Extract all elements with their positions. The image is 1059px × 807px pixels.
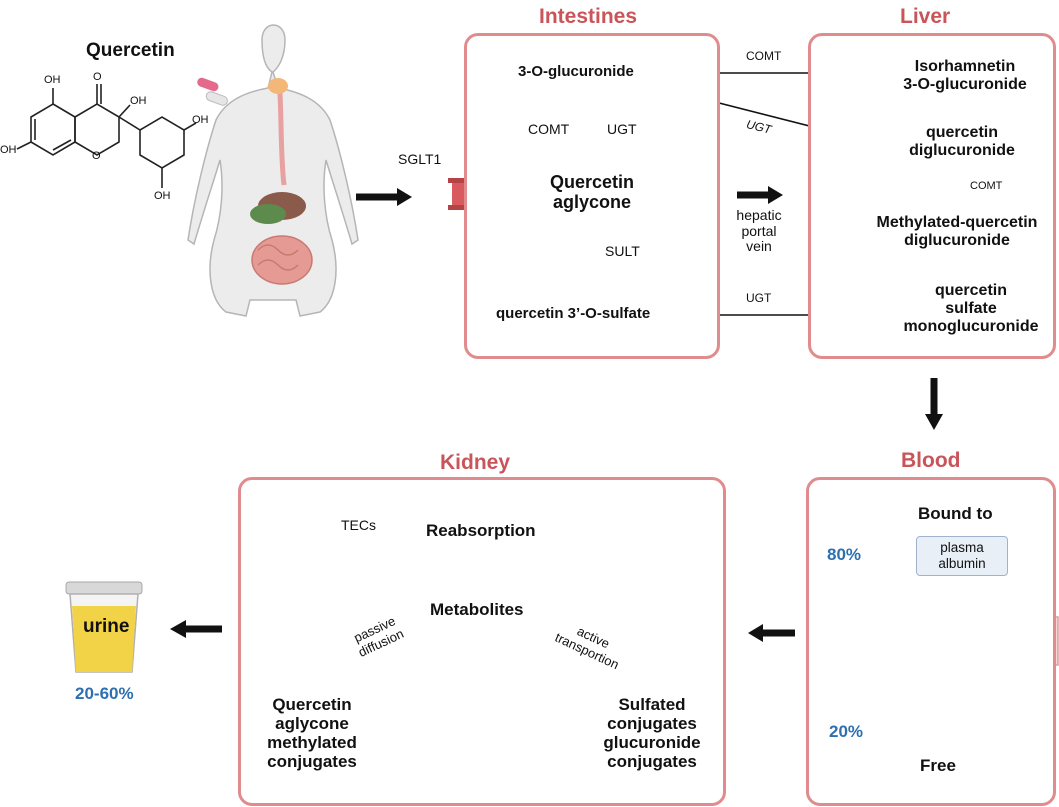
atom-label: OH: [130, 95, 147, 107]
kidney-left-products: Quercetin aglycone methylated conjugates: [267, 695, 357, 772]
hepatic-portal-vein-label: hepatic portal vein: [736, 207, 782, 255]
free-label: Free: [920, 756, 956, 775]
quercetin-aglycone: Quercetin aglycone: [549, 172, 635, 213]
pill-capsules: [197, 77, 228, 106]
urine-label: urine: [83, 616, 130, 637]
quercetin-structure: [16, 84, 197, 188]
quercetin-sulfate-monoglucuronide: quercetin sulfate monoglucuronide: [903, 282, 1039, 335]
intestines-ugt-label: UGT: [607, 121, 637, 137]
metabolites-label: Metabolites: [430, 600, 524, 619]
arrow-label-comt: COMT: [746, 49, 782, 63]
urine-percent: 20-60%: [75, 684, 134, 703]
kidney-title: Kidney: [440, 451, 511, 474]
arrow-label-ugt: UGT: [746, 291, 772, 305]
free-percent: 20%: [829, 722, 864, 741]
quercetin-diglucuronide: quercetin diglucuronide: [909, 124, 1015, 159]
intestines-sulfate: quercetin 3’-O-sulfate: [496, 305, 651, 322]
liver-title: Liver: [900, 5, 951, 28]
methylated-quercetin-diglucuronide: Methylated-quercetin diglucuronide: [876, 214, 1038, 249]
liver-comt-label: COMT: [970, 180, 1003, 192]
reabsorption-label: Reabsorption: [426, 521, 536, 540]
tecs-label: TECs: [341, 517, 376, 533]
urine-cup: [65, 581, 143, 673]
blood-box: [806, 477, 1056, 806]
isorhamnetin-glucuronide: Isorhamnetin 3-O-glucuronide: [903, 58, 1027, 93]
atom-label: OH: [0, 144, 17, 156]
bound-percent: 80%: [827, 545, 862, 564]
intestines-title: Intestines: [539, 5, 638, 28]
kidney-box: [238, 477, 726, 806]
intestines-box: [464, 33, 720, 359]
intestines-glucuronide: 3-O-glucuronide: [518, 63, 634, 80]
sglt1-label: SGLT1: [398, 151, 442, 167]
liver-box: [808, 33, 1056, 359]
blood-title: Blood: [901, 449, 961, 472]
kidney-right-products: Sulfated conjugates glucuronide conjugat…: [603, 695, 701, 772]
atom-label: OH: [192, 114, 209, 126]
atom-label: OH: [154, 190, 171, 202]
atom-label: O: [92, 150, 101, 162]
bound-to-label: Bound to: [918, 504, 993, 523]
quercetin-title: Quercetin: [86, 40, 175, 61]
intestines-comt-label: COMT: [528, 121, 570, 137]
intestines-sult-label: SULT: [605, 243, 640, 259]
atom-label: OH: [44, 74, 61, 86]
human-body-illustration: [187, 24, 359, 317]
atom-label: O: [93, 71, 102, 83]
plasma-albumin-tag: plasma albumin: [916, 536, 1008, 577]
